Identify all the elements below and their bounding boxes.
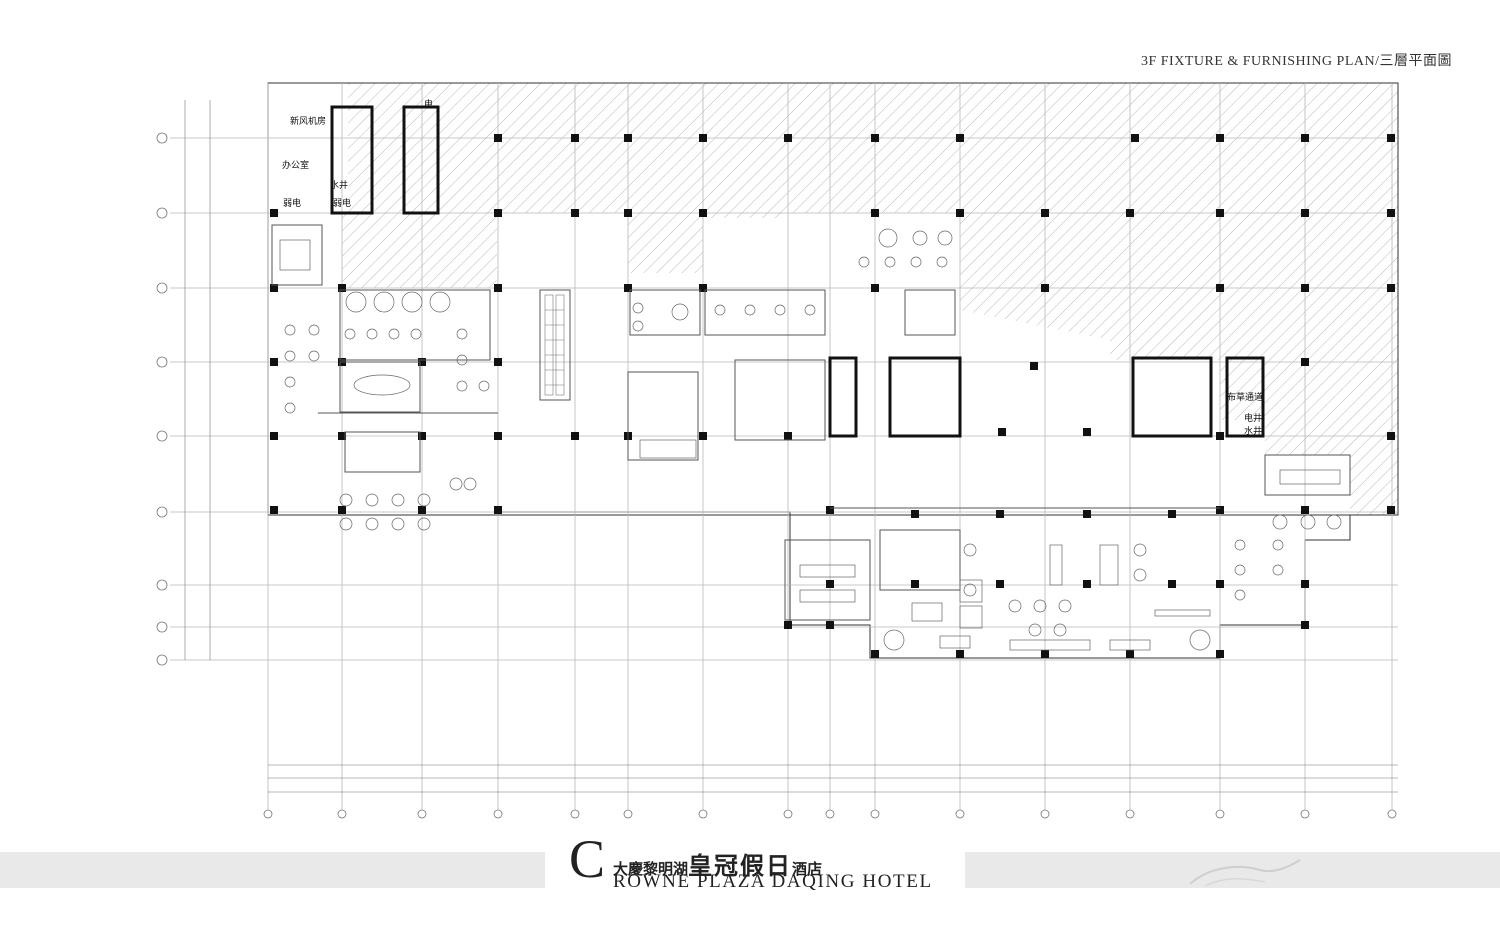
sheet-title: 3F FIXTURE & FURNISHING PLAN/三層平面圖 — [1140, 54, 1452, 69]
brand-cn-main: 皇冠假日 — [688, 852, 793, 880]
room-label-weak-current-left: 弱电 — [283, 197, 301, 209]
dimension-lines — [184, 100, 1398, 793]
hatched-areas — [268, 83, 1398, 515]
crown-logo-icon — [1189, 859, 1301, 887]
room-label-water-shaft-right: 水井 — [1244, 425, 1262, 437]
core-walls — [330, 105, 1265, 438]
room-label-office: 办公室 — [282, 159, 309, 171]
interior-walls — [271, 224, 1351, 621]
brand-band-left — [0, 852, 545, 888]
brand-cn-suffix: 酒店 — [792, 860, 823, 878]
room-label-water-shaft-left: 水井 — [330, 179, 348, 191]
room-label-electric-right: 电井 — [1244, 412, 1262, 424]
grid-bubbles-bottom — [263, 809, 1397, 819]
brand-band-right — [965, 852, 1500, 888]
brand-chinese-name: 大慶黎明湖皇冠假日酒店 — [613, 846, 822, 881]
room-label-weak-current-mid: 弱电 — [333, 197, 351, 209]
grid-bubbles-left — [156, 132, 168, 666]
brand-initial: C — [569, 829, 606, 889]
brand-cn-prefix: 大慶黎明湖 — [613, 860, 689, 878]
room-label-electric-top: 电 — [424, 98, 433, 110]
furniture — [279, 228, 1342, 651]
hotel-brand: C 大慶黎明湖皇冠假日酒店 ROWNE PLAZA DAQING HOTEL — [565, 832, 955, 898]
room-label-fabric-shaft: 布草通道 — [1227, 391, 1263, 403]
escalators — [544, 294, 565, 396]
brand-english-name: ROWNE PLAZA DAQING HOTEL — [613, 871, 933, 892]
room-label-fresh-air: 新风机房 — [290, 115, 326, 127]
